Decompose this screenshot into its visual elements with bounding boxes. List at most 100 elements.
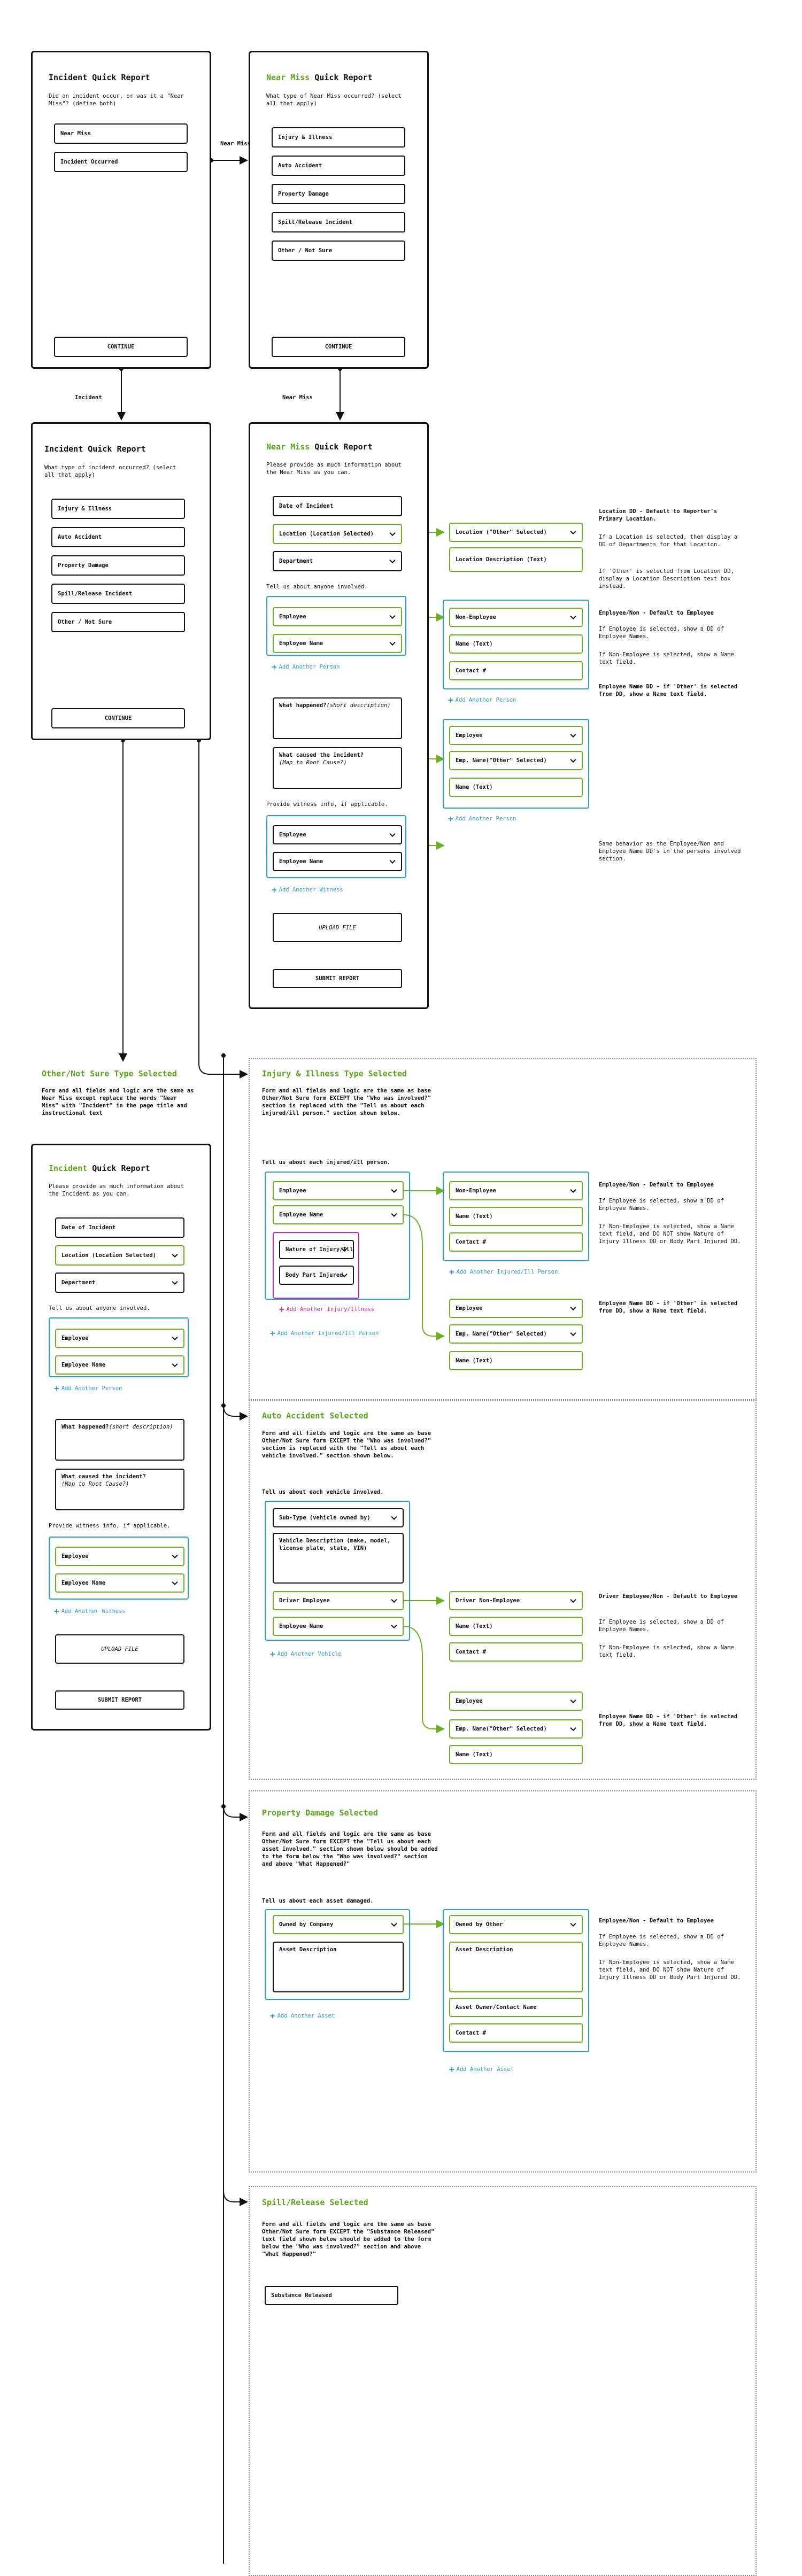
date-field[interactable]: Date of Incident bbox=[55, 1217, 184, 1238]
nature-of-injury-dropdown[interactable]: Nature of Injury/Illness bbox=[279, 1240, 354, 1259]
owned-by-company-dropdown[interactable]: Owned by Company bbox=[273, 1915, 404, 1934]
employee-name-dropdown[interactable]: Employee Name bbox=[273, 634, 402, 653]
upload-file-button[interactable]: UPLOAD FILE bbox=[273, 913, 402, 942]
submit-report-button[interactable]: SUBMIT REPORT bbox=[55, 1690, 184, 1710]
substance-released-field[interactable]: Substance Released bbox=[265, 2286, 398, 2305]
vehicle-description-field[interactable]: Vehicle Description (make, model, licens… bbox=[273, 1533, 404, 1584]
title-highlight: Near Miss bbox=[266, 442, 310, 452]
contact-field[interactable]: Contact # bbox=[449, 661, 583, 680]
injury-employee-other-dropdown[interactable]: Emp. Name("Other" Selected) bbox=[449, 1324, 583, 1344]
add-person-link-3[interactable]: +Add Another Person bbox=[448, 813, 516, 824]
add-injured-person-link[interactable]: +Add Another Injured/Ill Person bbox=[270, 1328, 379, 1338]
property-note-3: If Non-Employee is selected, show a Name… bbox=[599, 1959, 741, 1981]
what-happened-field[interactable]: What happened?(short description) bbox=[55, 1419, 184, 1461]
auto-employee-other-dropdown[interactable]: Emp. Name("Other" Selected) bbox=[449, 1719, 583, 1739]
employee-dropdown-2[interactable]: Employee bbox=[449, 726, 583, 745]
add-person-link[interactable]: +Add Another Person bbox=[272, 662, 340, 672]
asset-owner-field[interactable]: Asset Owner/Contact Name bbox=[449, 1998, 583, 2017]
option-property-damage[interactable]: Property Damage bbox=[272, 184, 405, 204]
date-field[interactable]: Date of Incident bbox=[273, 496, 402, 516]
option-property-damage[interactable]: Property Damage bbox=[51, 555, 185, 576]
department-dropdown[interactable]: Department bbox=[273, 551, 402, 571]
option-auto-accident[interactable]: Auto Accident bbox=[272, 156, 405, 176]
injury-prompt: Tell us about each injured/ill person. bbox=[262, 1159, 391, 1166]
injury-employee-dropdown-2[interactable]: Employee bbox=[449, 1299, 583, 1318]
add-injury-link[interactable]: +Add Another Injury/Illness bbox=[279, 1304, 375, 1314]
location-description-field[interactable]: Location Description (Text) bbox=[449, 547, 583, 572]
injury-details-group bbox=[273, 1232, 359, 1299]
employee-dropdown[interactable]: Employee bbox=[273, 607, 402, 626]
flow-label-near-miss-2: Near Miss bbox=[282, 394, 313, 401]
driver-non-employee-dropdown[interactable]: Driver Non-Employee bbox=[449, 1591, 583, 1610]
injury-employee-dropdown[interactable]: Employee bbox=[273, 1181, 404, 1200]
asset-description-field-2[interactable]: Asset Description bbox=[449, 1942, 583, 1992]
employee-dropdown[interactable]: Employee bbox=[55, 1329, 184, 1348]
injury-name-text-field[interactable]: Name (Text) bbox=[449, 1207, 583, 1226]
add-person-link-2[interactable]: +Add Another Person bbox=[448, 695, 516, 705]
note-employee-2: If Employee is selected, show a DD of Em… bbox=[599, 626, 724, 640]
witness-employee-dropdown[interactable]: Employee bbox=[55, 1547, 184, 1566]
add-asset-link[interactable]: +Add Another Asset bbox=[270, 2011, 335, 2021]
add-asset-link-2[interactable]: +Add Another Asset bbox=[449, 2064, 514, 2074]
add-witness-link[interactable]: +Add Another Witness bbox=[54, 1606, 126, 1616]
option-injury-illness[interactable]: Injury & Illness bbox=[51, 499, 185, 519]
auto-employee-dropdown-2[interactable]: Employee bbox=[449, 1692, 583, 1711]
upload-file-button[interactable]: UPLOAD FILE bbox=[55, 1634, 184, 1664]
injury-contact-field[interactable]: Contact # bbox=[449, 1232, 583, 1252]
location-other-dropdown[interactable]: Location ("Other" Selected) bbox=[449, 523, 583, 542]
property-prompt: Tell us about each asset damaged. bbox=[262, 1898, 374, 1904]
option-spill-release[interactable]: Spill/Release Incident bbox=[272, 212, 405, 232]
what-happened-field[interactable]: What happened?(short description) bbox=[273, 697, 402, 739]
add-vehicle-link[interactable]: +Add Another Vehicle bbox=[270, 1649, 342, 1659]
injury-non-employee-dropdown[interactable]: Non-Employee bbox=[449, 1181, 583, 1200]
department-dropdown[interactable]: Department bbox=[55, 1273, 184, 1293]
continue-button[interactable]: CONTINUE bbox=[51, 708, 185, 728]
person-group bbox=[266, 596, 406, 656]
what-caused-field[interactable]: What caused the incident?(Map to Root Ca… bbox=[55, 1469, 184, 1510]
body-part-dropdown[interactable]: Body Part Injured bbox=[279, 1266, 354, 1285]
add-witness-link[interactable]: +Add Another Witness bbox=[272, 884, 343, 895]
add-injured-person-link-2[interactable]: +Add Another Injured/Ill Person bbox=[449, 1267, 558, 1277]
continue-button[interactable]: CONTINUE bbox=[272, 337, 405, 357]
asset-description-field[interactable]: Asset Description bbox=[273, 1942, 404, 1992]
name-text-field-2[interactable]: Name (Text) bbox=[449, 778, 583, 797]
owned-by-other-dropdown[interactable]: Owned by Other bbox=[449, 1915, 583, 1934]
section-desc-other: Form and all fields and logic are the sa… bbox=[42, 1088, 194, 1116]
option-other-not-sure[interactable]: Other / Not Sure bbox=[51, 612, 185, 632]
auto-name-text-field-2[interactable]: Name (Text) bbox=[449, 1745, 583, 1764]
location-dropdown[interactable]: Location (Location Selected) bbox=[273, 524, 402, 544]
what-caused-field[interactable]: What caused the incident?(Map to Root Ca… bbox=[273, 747, 402, 789]
injury-name-text-field-2[interactable]: Name (Text) bbox=[449, 1351, 583, 1370]
name-text-field[interactable]: Name (Text) bbox=[449, 634, 583, 654]
auto-note-4: Employee Name DD - if 'Other' is selecte… bbox=[599, 1713, 738, 1727]
witness-label: Provide witness info, if applicable. bbox=[266, 801, 388, 808]
driver-employee-dropdown[interactable]: Driver Employee bbox=[273, 1591, 404, 1610]
employee-other-dropdown[interactable]: Emp. Name("Other" Selected) bbox=[449, 751, 583, 770]
witness-employee-name-dropdown[interactable]: Employee Name bbox=[273, 852, 402, 871]
option-auto-accident[interactable]: Auto Accident bbox=[51, 527, 185, 547]
option-spill-release[interactable]: Spill/Release Incident bbox=[51, 584, 185, 604]
auto-employee-name-dropdown[interactable]: Employee Name bbox=[273, 1617, 404, 1636]
note-location-2: If a Location is selected, then display … bbox=[599, 534, 738, 548]
witness-employee-name-dropdown[interactable]: Employee Name bbox=[55, 1573, 184, 1593]
injury-employee-name-dropdown[interactable]: Employee Name bbox=[273, 1205, 404, 1224]
subtype-dropdown[interactable]: Sub-Type (vehicle owned by) bbox=[273, 1508, 404, 1527]
witness-employee-dropdown[interactable]: Employee bbox=[273, 825, 402, 844]
non-employee-dropdown[interactable]: Non-Employee bbox=[449, 608, 583, 627]
auto-note-1: Driver Employee/Non - Default to Employe… bbox=[599, 1593, 738, 1600]
auto-name-text-field[interactable]: Name (Text) bbox=[449, 1617, 583, 1636]
asset-contact-field[interactable]: Contact # bbox=[449, 2023, 583, 2043]
option-incident-occurred[interactable]: Incident Occurred bbox=[54, 152, 188, 172]
auto-contact-field[interactable]: Contact # bbox=[449, 1642, 583, 1662]
property-note-1: Employee/Non - Default to Employee bbox=[599, 1918, 714, 1924]
option-other-not-sure[interactable]: Other / Not Sure bbox=[272, 240, 405, 261]
option-near-miss[interactable]: Near Miss bbox=[54, 123, 188, 144]
option-injury-illness[interactable]: Injury & Illness bbox=[272, 127, 405, 148]
continue-button[interactable]: CONTINUE bbox=[54, 337, 188, 357]
employee-name-dropdown[interactable]: Employee Name bbox=[55, 1355, 184, 1375]
asset-other-group bbox=[443, 1909, 589, 2052]
note-location-1: Location DD - Default to Reporter's Prim… bbox=[599, 508, 718, 522]
submit-report-button[interactable]: SUBMIT REPORT bbox=[273, 969, 402, 988]
add-person-link[interactable]: +Add Another Person bbox=[54, 1383, 122, 1393]
location-dropdown[interactable]: Location (Location Selected) bbox=[55, 1245, 184, 1266]
